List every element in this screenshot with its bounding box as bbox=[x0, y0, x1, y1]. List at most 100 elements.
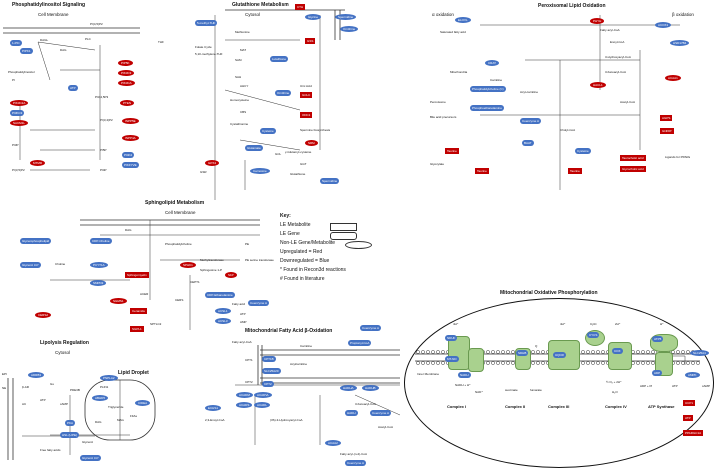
lipo-box-cidea: CIDEA bbox=[135, 400, 151, 406]
pi-title: Phosphatidylinositol Signaling bbox=[12, 2, 86, 8]
key-metabolite-swatch bbox=[330, 223, 357, 231]
mfao-box-coa3: Coenzyme A bbox=[370, 410, 392, 416]
mfao-box-acaa2: ACAA2 bbox=[325, 440, 341, 446]
lipo-free-fa: Free fatty acids bbox=[40, 448, 61, 452]
perox-title: Peroxisomal Lipid Oxidation bbox=[538, 3, 606, 9]
pi-red-pten: PTEN bbox=[120, 100, 135, 106]
mfao-box-acsl3: ACSL3 bbox=[215, 318, 231, 324]
glut-methionine: Methionine bbox=[235, 30, 250, 34]
perox-box-acox1: ACOX1 bbox=[655, 22, 672, 28]
lipo-dag: DAG bbox=[95, 420, 102, 424]
pi-box-pi3kc3: PI3KC3 bbox=[10, 110, 25, 116]
perox-acylcarn: Acyl-carnitine bbox=[520, 90, 539, 94]
perox-peroxisome: Peroxisome bbox=[430, 100, 446, 104]
oxphos-q: Q bbox=[535, 344, 538, 348]
mfao-box-hadh: HADH bbox=[345, 410, 358, 416]
sphingo-mt: Methyltransferase bbox=[200, 258, 224, 262]
mfao-box-slc25a20: SLC25A20 bbox=[262, 368, 281, 374]
perox-box-hsd17b4: HSD17B4 bbox=[670, 40, 690, 46]
sphingo-pest: PE serine transferase bbox=[245, 258, 274, 262]
sphingo-box-smpd3: SMPD3 bbox=[90, 280, 107, 286]
pi-red-sacm1l: SACM1L bbox=[10, 120, 29, 126]
mfao-box-echs1: ECHS1 bbox=[205, 405, 222, 411]
perox-box-pc: Phosphatidylcholine (C) bbox=[470, 86, 506, 92]
oxphos-box-mtnd: MT-ND bbox=[445, 356, 459, 362]
glut-box-carnosine-2: Carnosine bbox=[250, 168, 270, 174]
sphingo-red-cers2: CERS2 bbox=[35, 312, 52, 318]
perox-cholyl: Cholyl-CoA bbox=[560, 128, 576, 132]
perox-red-hacl1: HACL1 bbox=[590, 82, 606, 88]
glut-red-srm: SRM bbox=[305, 140, 318, 146]
mfao-box-coa2: Coenzyme A bbox=[360, 325, 382, 331]
perox-mito: Mitochondria bbox=[450, 70, 468, 74]
pi-red-pik3ca: PIK3CA bbox=[118, 80, 135, 86]
sphingo-dag: DAG bbox=[125, 228, 132, 232]
glut-gsr: GSR bbox=[200, 170, 207, 174]
lipo-box-pka: PKA bbox=[65, 420, 76, 426]
perox-red-taurine: Taurine bbox=[475, 168, 489, 174]
key-recon3d: * Found in Recon3d reactions bbox=[280, 267, 346, 273]
glut-box-spermidine-2: Spermidine bbox=[320, 178, 340, 184]
oxphos-succinate: succinate bbox=[505, 388, 518, 392]
mfao-cpt2: CPT2 bbox=[245, 380, 253, 384]
pi-pi4p: PI4P bbox=[100, 168, 107, 172]
oxphos-box-sdhb: SDHB bbox=[516, 350, 529, 356]
perox-box-cysteine: Cysteine bbox=[575, 148, 591, 154]
key-le-gene: LE Gene bbox=[280, 231, 300, 237]
oxphos-box-cycs: CYCS bbox=[587, 332, 600, 338]
pi-box-1pic: 1-PIC bbox=[10, 40, 22, 46]
perox-ppar: Ligands for PPARs bbox=[665, 155, 691, 159]
mfao-enoyl: 2,3-Enoyl-CoA bbox=[205, 418, 225, 422]
oxphos-red-atp: ATP bbox=[683, 415, 693, 421]
oxphos-o2: ½ O₂ + 2H⁺ bbox=[606, 380, 622, 384]
pi-pi5p: PI5P bbox=[100, 148, 107, 152]
oxphos-box-nadh: NADH bbox=[458, 372, 471, 378]
pi-label: PI(4,5)P2 bbox=[90, 22, 103, 26]
perox-sat-fa: Saturated fatty acid bbox=[440, 30, 466, 34]
oxphos-atp: ATP bbox=[672, 384, 678, 388]
sphingo-acer: ACER bbox=[140, 292, 149, 296]
mfao-acylcarn: Acylcarnitine bbox=[290, 362, 308, 366]
mfao-carnitine: Carnitine bbox=[300, 344, 313, 348]
glut-cystathionine: Cystathionine bbox=[230, 122, 249, 126]
glut-subtitle: Cytosol bbox=[245, 12, 261, 17]
sphingo-box-cdpcholine: CDP-Choline bbox=[90, 238, 112, 244]
oxphos-adppi: ADP + Pi bbox=[640, 384, 653, 388]
oxphos-h2o: H₂O bbox=[612, 390, 618, 394]
glut-gcl: GCL bbox=[275, 152, 282, 156]
pi-plc: PLC bbox=[85, 37, 91, 41]
sphingo-pc: Phosphatidylcholine bbox=[165, 242, 192, 246]
pi-dagl: DAGL bbox=[40, 38, 49, 42]
perox-box-coa: Coenzyme A bbox=[520, 118, 542, 124]
oxphos-red-ppargc1a: PPARGC1A bbox=[683, 430, 704, 436]
oxphos-label-atp-synthase: ATP Synthase bbox=[648, 404, 675, 409]
perox-box-pe: Phosphoethanolamine bbox=[470, 105, 504, 111]
pi-box-pipk1: PIPK1 bbox=[20, 48, 33, 54]
lipo-box-g3p: Glycerol 3-P bbox=[80, 455, 101, 461]
lipo-glycerol: Glycerol bbox=[82, 440, 94, 444]
glut-gglu: γ-Glutamyl-cysteine bbox=[285, 150, 312, 154]
pi-pi3p: PI3P bbox=[12, 143, 19, 147]
mfao-box-acads: ACADS bbox=[236, 402, 253, 408]
glut-red-gclc: GCLC bbox=[300, 92, 313, 98]
mfao-acetyl: Acetyl-CoA bbox=[378, 425, 394, 429]
glut-box-ornithine: Ornithine bbox=[275, 90, 292, 96]
oxphos-label-complex-4: Complex IV bbox=[605, 404, 627, 409]
glut-box-lutathione: Lutathione bbox=[270, 56, 289, 62]
lipo-bar: β-AR bbox=[22, 385, 29, 389]
lipo-ffas: FFAs bbox=[130, 414, 138, 418]
perox-beta: β oxidation bbox=[672, 12, 694, 17]
sphingo-box-gpl: Glycerophospholipid bbox=[20, 238, 52, 244]
glut-box-carnosine: Spermidine bbox=[335, 14, 357, 20]
perox-red-gnpat: GNPAT bbox=[660, 128, 674, 134]
sphingo-title: Sphingolipid Metabolism bbox=[145, 200, 205, 206]
glut-box-glycine: Glycine bbox=[305, 14, 322, 20]
glut-thf: THF bbox=[158, 40, 164, 44]
sphingo-red-sgms1: SGMS1 bbox=[110, 298, 127, 304]
lipo-mag: MAG bbox=[117, 418, 124, 422]
perox-3keto: 3-Ketoacyl-CoA bbox=[605, 70, 627, 74]
key-le-metabolite: LE Metabolite bbox=[280, 222, 311, 228]
glut-folate: Folate Cycle bbox=[195, 45, 212, 49]
glut-red-cth: CTH bbox=[295, 4, 306, 10]
lipo-tg: Triglyceride bbox=[108, 405, 124, 409]
